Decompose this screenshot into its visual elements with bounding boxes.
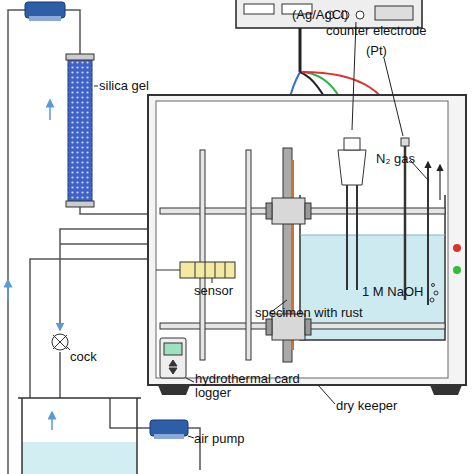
dehumidifier-loop-part bbox=[30, 259, 155, 398]
reference-electrode-part bbox=[338, 150, 366, 185]
part-label: dry keeper bbox=[336, 399, 397, 413]
specimen-holder-part bbox=[266, 203, 272, 219]
silica-gel-column bbox=[66, 54, 94, 207]
humidity-sensor-part bbox=[156, 270, 180, 271]
dehumidifier-loop-part bbox=[60, 243, 155, 245]
potentiostat-part bbox=[356, 11, 364, 19]
leader-lines-part bbox=[188, 436, 194, 438]
humidifier-loop-part bbox=[59, 352, 61, 398]
specimen-holder bbox=[266, 148, 311, 362]
card-logger-part bbox=[169, 368, 177, 374]
gas-label: N₂ gas bbox=[376, 152, 415, 166]
water-container-part bbox=[18, 398, 141, 474]
dry-keeper-cabinet-part bbox=[453, 244, 461, 252]
nitrogen-inlet bbox=[428, 162, 440, 305]
leader-lines-part bbox=[94, 86, 98, 87]
card-logger-part bbox=[160, 338, 186, 378]
dry-keeper-cabinet-part bbox=[148, 95, 466, 385]
nitrogen-inlet-part bbox=[427, 162, 428, 200]
reference-electrode-part bbox=[356, 185, 358, 290]
dry-keeper-cabinet bbox=[148, 95, 466, 395]
part-label: air pump bbox=[194, 432, 245, 446]
card-logger-part bbox=[164, 343, 182, 355]
water-container bbox=[18, 398, 141, 474]
humidity-sensor-part bbox=[205, 262, 206, 278]
card-logger-part bbox=[169, 360, 177, 366]
electrode-label: (Pt) bbox=[366, 44, 387, 58]
leader-lines-part bbox=[186, 378, 194, 382]
dehumidifier-loop-part bbox=[60, 229, 155, 330]
part-label: specimen with rust bbox=[255, 306, 363, 320]
humidity-sensor-part bbox=[215, 262, 216, 278]
water-container-part bbox=[22, 442, 137, 474]
humidifier-loop bbox=[8, 352, 200, 474]
air-pump-symbol-part bbox=[154, 434, 184, 439]
specimen-holder-part bbox=[305, 203, 311, 219]
part-label: sensor bbox=[194, 284, 233, 298]
card-logger bbox=[160, 338, 186, 378]
dry-keeper-cabinet-part bbox=[156, 101, 448, 378]
support-rails-part bbox=[246, 150, 251, 360]
silica-gel-column-part bbox=[66, 201, 94, 207]
humidity-sensor bbox=[156, 262, 235, 278]
reference-electrode bbox=[338, 138, 366, 290]
counter-electrode-part bbox=[401, 138, 409, 146]
dry-keeper-cabinet-part bbox=[158, 385, 190, 395]
pump-symbol-part bbox=[25, 2, 65, 18]
humidity-sensor-part bbox=[180, 262, 235, 278]
dehumidifier-loop-part bbox=[7, 280, 9, 300]
nitrogen-inlet-part bbox=[432, 284, 435, 287]
nitrogen-inlet-part bbox=[434, 291, 438, 295]
leader-lines-part bbox=[66, 346, 70, 350]
specimen-holder-part bbox=[272, 198, 305, 224]
humidity-sensor-part bbox=[195, 262, 196, 278]
air-pump-symbol bbox=[150, 420, 188, 439]
pump-symbol-part bbox=[29, 16, 61, 21]
potentiostat-part bbox=[244, 4, 274, 14]
silica-gel-column-part bbox=[68, 58, 92, 203]
leader-lines-part bbox=[212, 278, 213, 283]
electrolyte-tank-part bbox=[300, 235, 445, 236]
cock-valve bbox=[52, 334, 68, 350]
reference-electrode-part bbox=[344, 138, 360, 150]
leader-lines bbox=[66, 22, 428, 438]
nitrogen-inlet-part bbox=[439, 165, 440, 200]
leader-lines-part bbox=[352, 22, 356, 130]
dehumidifier-loop-part bbox=[49, 100, 51, 120]
dry-keeper-cabinet-part bbox=[453, 266, 461, 274]
part-label: hydrothermal card logger bbox=[195, 372, 315, 401]
dehumidifier-loop-part bbox=[8, 10, 25, 392]
humidifier-loop-part bbox=[51, 412, 53, 430]
humidifier-loop-part bbox=[110, 398, 150, 428]
specimen-holder-part bbox=[305, 319, 311, 335]
nitrogen-inlet-part bbox=[430, 298, 434, 302]
dry-keeper-cabinet-part bbox=[430, 385, 462, 395]
part-label: silica gel bbox=[99, 79, 149, 93]
pump-symbol bbox=[25, 2, 65, 21]
part-label: cock bbox=[70, 350, 97, 364]
support-rails bbox=[160, 150, 445, 360]
cock-valve-part bbox=[53, 335, 67, 349]
reference-electrode-part bbox=[346, 185, 348, 290]
electrode-label: counter electrode bbox=[326, 24, 426, 38]
specimen-holder-part bbox=[266, 319, 272, 335]
air-pump-symbol-part bbox=[150, 420, 188, 436]
electrode-label: (Ag/AgCl) bbox=[292, 8, 348, 22]
humidifier-loop-part bbox=[7, 392, 9, 474]
dehumidifier-loop bbox=[8, 10, 155, 398]
silica-gel-column-part bbox=[66, 54, 94, 60]
electrode-cables-part bbox=[299, 28, 302, 72]
leader-lines-part bbox=[318, 385, 335, 404]
dehumidifier-loop-part bbox=[65, 10, 80, 58]
humidity-sensor-part bbox=[225, 262, 226, 278]
cock-valve-part bbox=[53, 335, 67, 349]
solution-label: 1 M NaOH bbox=[362, 285, 423, 299]
support-rails-part bbox=[200, 150, 205, 360]
potentiostat-part bbox=[375, 6, 413, 20]
cock-valve-part bbox=[52, 334, 68, 350]
leader-lines-part bbox=[384, 58, 403, 136]
